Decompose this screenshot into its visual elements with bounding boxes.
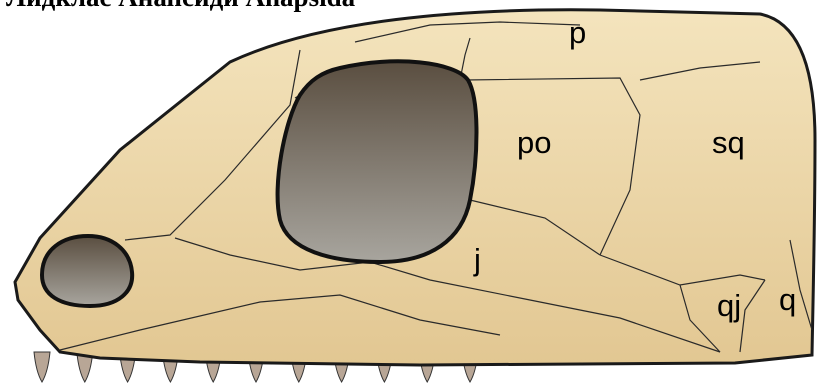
label-parietal: p bbox=[569, 15, 586, 50]
label-postorbital: po bbox=[517, 125, 551, 160]
tooth bbox=[34, 352, 50, 382]
diagram-title: Лидклас Анапсиди Anapsida bbox=[6, 0, 355, 11]
label-quadratojugal: qj bbox=[717, 288, 741, 323]
label-jugal: j bbox=[473, 242, 481, 277]
nostril-opening bbox=[42, 236, 132, 306]
orbit-opening bbox=[278, 61, 477, 262]
label-squamosal: sq bbox=[712, 125, 745, 160]
label-quadrate: q bbox=[779, 282, 796, 317]
